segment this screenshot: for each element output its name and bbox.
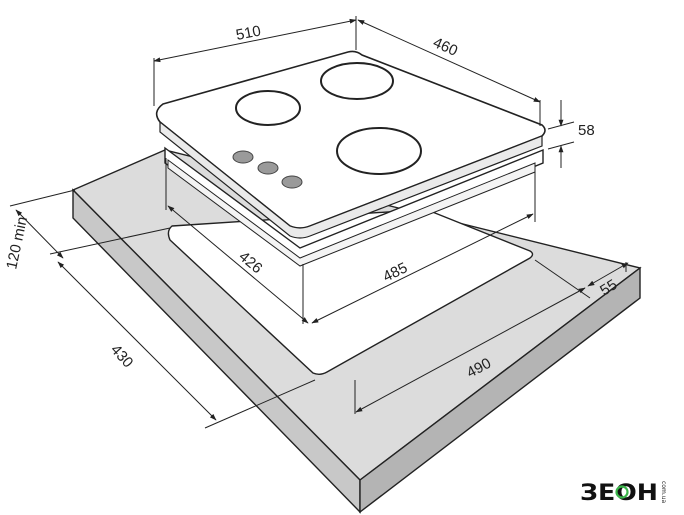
logo-power-icon <box>615 485 629 499</box>
dim-line-426 <box>167 205 309 324</box>
burner-rear-right <box>320 62 394 100</box>
logo-brand-text: ЗЕОН <box>580 481 658 506</box>
dim-line-120-min <box>15 209 64 259</box>
label-edge-offset: 55 <box>597 276 620 299</box>
label-height-top: 58 <box>578 122 595 139</box>
label-width-top: 510 <box>235 22 263 43</box>
dim-line-460 <box>357 19 541 103</box>
dimension-lines <box>9 16 629 429</box>
knob-2 <box>257 161 279 175</box>
dim-line-55 <box>587 262 629 287</box>
burner-rear-left <box>235 90 301 126</box>
brand-logo: ЗЕОН com.ua <box>580 481 667 506</box>
dim-line-490 <box>355 287 586 413</box>
dim-line-510 <box>153 18 357 63</box>
label-cutout-depth: 430 <box>107 341 136 371</box>
knob-3 <box>281 175 303 189</box>
dim-line-485 <box>311 213 534 324</box>
burner-front-right <box>336 127 422 175</box>
label-clearance: 120 min <box>3 215 31 271</box>
label-depth-top: 460 <box>430 34 460 60</box>
logo-tld-text: com.ua <box>660 481 667 504</box>
knob-1 <box>232 150 254 164</box>
dim-line-430 <box>57 261 217 421</box>
